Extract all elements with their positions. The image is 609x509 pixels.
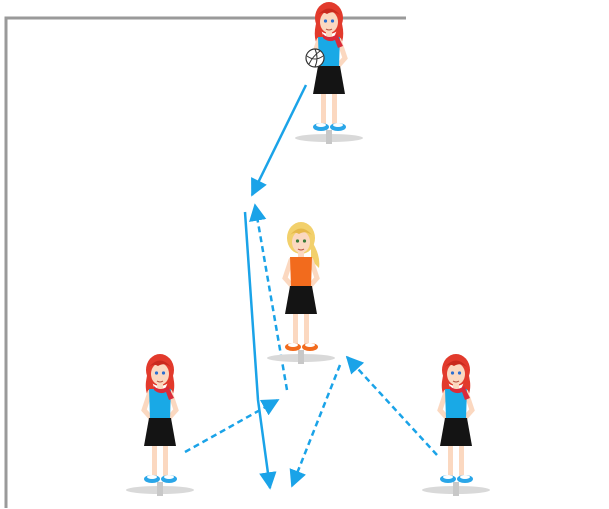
player-right (422, 354, 490, 496)
pass-arrow-3 (289, 364, 342, 488)
ball-icon (305, 48, 325, 68)
pass-arrow-2 (184, 398, 280, 454)
player-left (126, 354, 194, 496)
run-arrow-2 (249, 203, 289, 391)
run-arrow-1 (243, 211, 277, 490)
run-arrow-3 (345, 355, 438, 456)
pass-arrow-1 (250, 84, 308, 197)
player-top (295, 2, 363, 144)
player-center (267, 222, 335, 364)
court-line (4, 16, 406, 508)
